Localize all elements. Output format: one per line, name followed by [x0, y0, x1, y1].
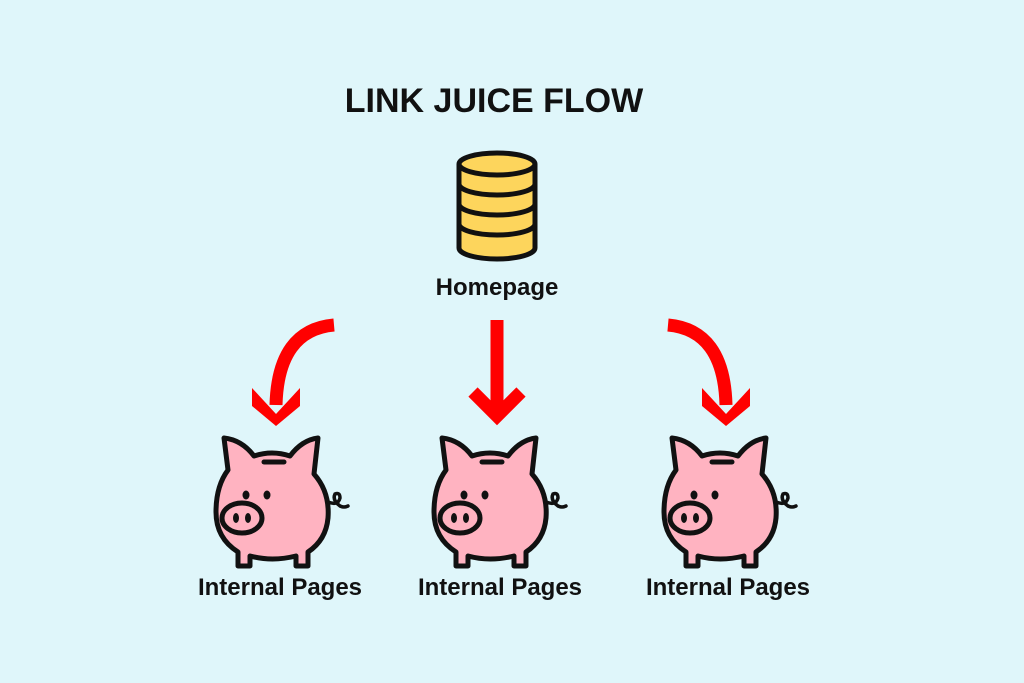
piggy-bank-icon [216, 438, 348, 566]
piggy-bank-icon [434, 438, 566, 566]
coin-stack-icon [456, 150, 538, 262]
internal-pages-label: Internal Pages [645, 574, 811, 601]
arrow-left [252, 318, 335, 426]
diagram-title: LINK JUICE FLOW [344, 82, 644, 120]
arrow-center [473, 320, 521, 416]
arrow-right [667, 318, 750, 426]
internal-pages-label: Internal Pages [417, 574, 583, 601]
homepage-label: Homepage [435, 274, 559, 301]
internal-pages-label: Internal Pages [197, 574, 363, 601]
piggy-bank-icon [664, 438, 796, 566]
